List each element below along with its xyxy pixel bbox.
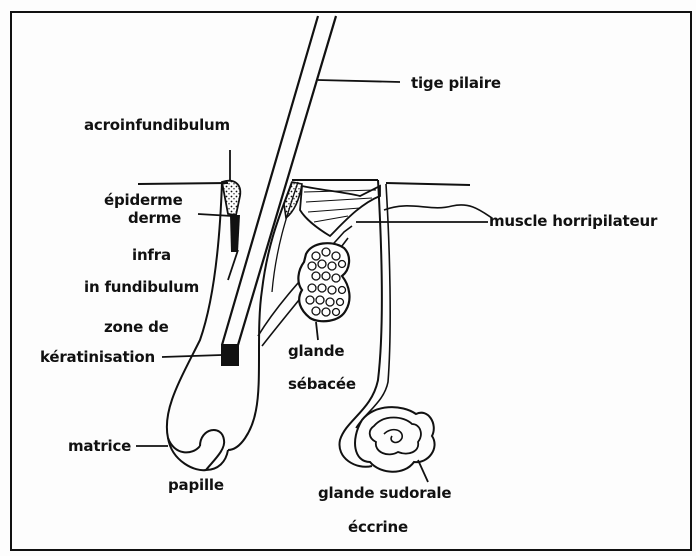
label-zone-de: zone de xyxy=(104,320,169,335)
leader-glande xyxy=(316,322,318,340)
label-muscle-horripilateur: muscle horripilateur xyxy=(489,214,657,229)
leader-infund xyxy=(228,250,238,280)
label-infundibulum: in fundibulum xyxy=(84,280,199,295)
label-glande: glande xyxy=(288,344,344,359)
label-keratinisation: kératinisation xyxy=(40,350,155,365)
skin-surface-right xyxy=(292,180,470,185)
label-eccrine: éccrine xyxy=(348,520,408,535)
label-infra: infra xyxy=(132,248,171,263)
skin-surface-left xyxy=(138,183,228,184)
label-tige-pilaire: tige pilaire xyxy=(411,76,501,91)
infundibulum-band xyxy=(230,215,240,252)
keratinization-zone xyxy=(221,344,239,366)
label-matrice: matrice xyxy=(68,439,131,454)
leader-derme xyxy=(198,214,232,216)
label-glande-sudorale: glande sudorale xyxy=(318,486,451,501)
papilla xyxy=(200,430,228,470)
leader-tige xyxy=(318,80,400,82)
eccrine-coil-inner xyxy=(370,418,421,455)
label-epiderme: épiderme xyxy=(104,193,183,208)
leader-sudorale xyxy=(418,460,428,482)
leader-keratin xyxy=(162,355,222,357)
label-acroinfundibulum: acroinfundibulum xyxy=(84,118,230,133)
label-derme: derme xyxy=(128,211,181,226)
epidermis-left xyxy=(222,181,240,215)
epidermis-right xyxy=(284,182,302,218)
eccrine-coil-center xyxy=(384,430,402,443)
dermis-line-right xyxy=(384,205,492,218)
arrector-muscle xyxy=(300,186,380,236)
label-sebacee: sébacée xyxy=(288,377,356,392)
sweat-duct-inner xyxy=(356,184,390,428)
label-papille: papille xyxy=(168,478,224,493)
